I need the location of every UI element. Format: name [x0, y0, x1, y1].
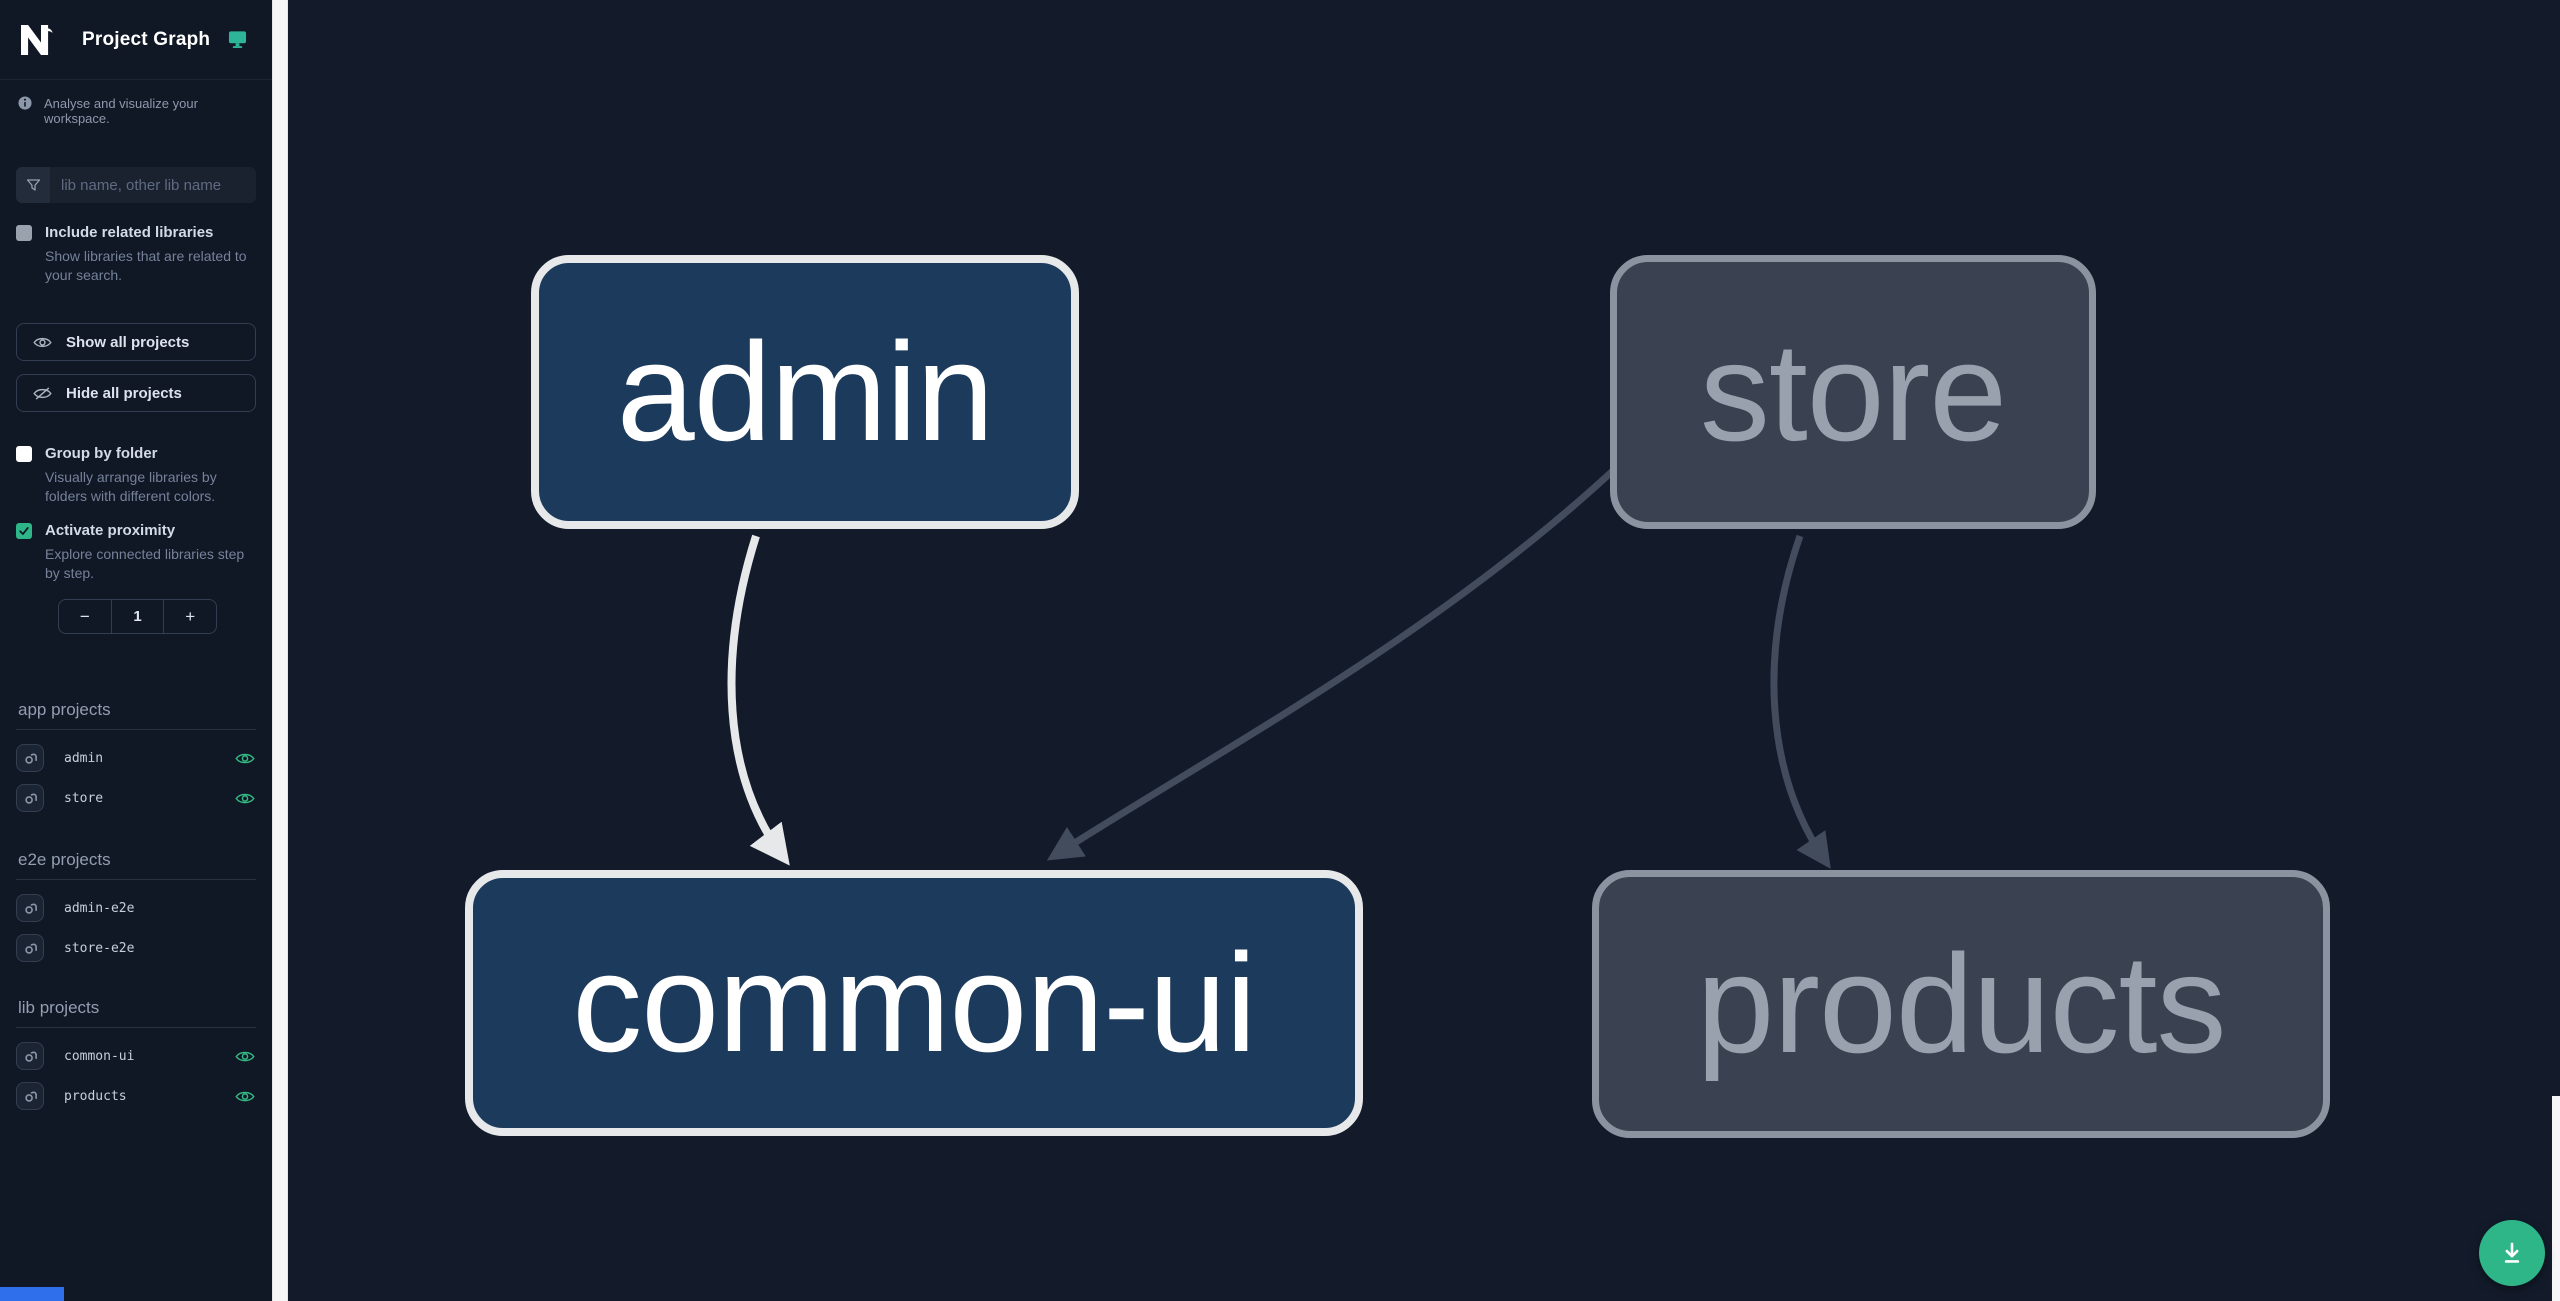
- project-name: admin: [64, 750, 104, 766]
- activate-proximity-checkbox[interactable]: [16, 523, 32, 539]
- activate-proximity-label: Activate proximity: [45, 522, 176, 539]
- project-visibility-eye-icon[interactable]: [235, 791, 255, 806]
- project-focus-button[interactable]: [16, 1082, 44, 1110]
- section-title: lib projects: [16, 998, 256, 1028]
- show-all-projects-label: Show all projects: [66, 333, 190, 351]
- app-title: Project Graph: [82, 28, 211, 50]
- graph-edges: [727, 463, 1831, 869]
- include-related-row: Include related libraries Show libraries…: [16, 225, 256, 285]
- graph-node-label: common-ui: [572, 924, 1256, 1081]
- edge-store-to-products[interactable]: [1770, 534, 1831, 869]
- project-name: products: [64, 1088, 127, 1104]
- project-icon: [24, 903, 37, 914]
- project-row-admin: admin: [16, 744, 256, 772]
- project-row-admin-e2e: admin-e2e: [16, 894, 256, 922]
- project-name: store-e2e: [64, 940, 135, 956]
- show-all-projects-button[interactable]: Show all projects: [16, 323, 256, 361]
- project-icon: [24, 793, 37, 804]
- workspace-tagline-row: Analyse and visualize your workspace.: [18, 96, 254, 126]
- activate-proximity-description: Explore connected libraries step by step…: [45, 546, 245, 581]
- section-app-projects: app projects admin: [16, 700, 256, 812]
- project-icon: [24, 943, 37, 954]
- project-focus-button[interactable]: [16, 1042, 44, 1070]
- eye-icon: [33, 335, 52, 350]
- project-name: admin-e2e: [64, 900, 135, 916]
- sidebar: Project Graph Analyse and visualize your…: [0, 0, 272, 1301]
- proximity-value: 1: [110, 600, 164, 633]
- download-icon: [2504, 1242, 2520, 1263]
- section-lib-projects: lib projects common-ui: [16, 998, 256, 1110]
- graph-node-common-ui[interactable]: common-ui: [465, 870, 1363, 1136]
- hide-all-projects-button[interactable]: Hide all projects: [16, 374, 256, 412]
- hide-all-projects-label: Hide all projects: [66, 384, 182, 402]
- page-scrollbar[interactable]: [2552, 1096, 2560, 1301]
- graph-node-admin[interactable]: admin: [531, 255, 1079, 529]
- group-by-folder-checkbox[interactable]: [16, 446, 32, 462]
- include-related-description: Show libraries that are related to your …: [45, 248, 247, 283]
- activate-proximity-row: Activate proximity Explore connected lib…: [16, 523, 256, 583]
- group-by-folder-row: Group by folder Visually arrange librari…: [16, 446, 256, 506]
- project-visibility-eye-icon[interactable]: [235, 1089, 255, 1104]
- project-visibility-eye-icon[interactable]: [235, 751, 255, 766]
- project-name: store: [64, 790, 104, 806]
- include-related-checkbox[interactable]: [16, 225, 32, 241]
- proximity-stepper: − 1 +: [58, 599, 217, 634]
- include-related-label: Include related libraries: [45, 224, 214, 241]
- project-focus-button[interactable]: [16, 934, 44, 962]
- eye-off-icon: [33, 386, 52, 401]
- proximity-increment-button[interactable]: +: [163, 600, 216, 633]
- monitor-icon[interactable]: [228, 30, 247, 49]
- project-focus-button[interactable]: [16, 784, 44, 812]
- group-by-folder-label: Group by folder: [45, 445, 158, 462]
- project-icon: [24, 1091, 37, 1102]
- nx-logo: [16, 20, 56, 60]
- download-graph-button[interactable]: [2479, 1220, 2545, 1286]
- group-by-folder-description: Visually arrange libraries by folders wi…: [45, 469, 217, 504]
- project-name: common-ui: [64, 1048, 135, 1064]
- project-row-store: store: [16, 784, 256, 812]
- status-strip: [0, 1287, 64, 1301]
- sidebar-scrollbar[interactable]: [272, 0, 288, 1301]
- project-row-common-ui: common-ui: [16, 1042, 256, 1070]
- sidebar-header: Project Graph: [0, 0, 272, 80]
- project-icon: [24, 753, 37, 764]
- filter-icon: [16, 167, 50, 203]
- graph-node-store[interactable]: store: [1610, 255, 2096, 529]
- graph-canvas[interactable]: admin store common-ui products: [288, 0, 2560, 1301]
- search-box: [16, 167, 256, 203]
- workspace-tagline: Analyse and visualize your workspace.: [44, 96, 198, 126]
- graph-node-products[interactable]: products: [1592, 870, 2330, 1138]
- project-visibility-eye-icon[interactable]: [235, 1049, 255, 1064]
- project-icon: [24, 1051, 37, 1062]
- section-title: app projects: [16, 700, 256, 730]
- edge-store-to-common-ui[interactable]: [1046, 463, 1621, 861]
- edge-admin-to-common-ui[interactable]: [727, 534, 790, 866]
- section-title: e2e projects: [16, 850, 256, 880]
- project-row-store-e2e: store-e2e: [16, 934, 256, 962]
- search-input[interactable]: [50, 167, 256, 203]
- check-icon: [19, 527, 29, 535]
- graph-node-label: store: [1699, 313, 2007, 470]
- project-focus-button[interactable]: [16, 744, 44, 772]
- proximity-decrement-button[interactable]: −: [59, 600, 111, 633]
- info-icon: [18, 96, 32, 110]
- graph-node-label: products: [1696, 925, 2227, 1082]
- section-e2e-projects: e2e projects admin-e2e store-e2e: [16, 850, 256, 962]
- project-focus-button[interactable]: [16, 894, 44, 922]
- project-row-products: products: [16, 1082, 256, 1110]
- graph-node-label: admin: [616, 313, 994, 470]
